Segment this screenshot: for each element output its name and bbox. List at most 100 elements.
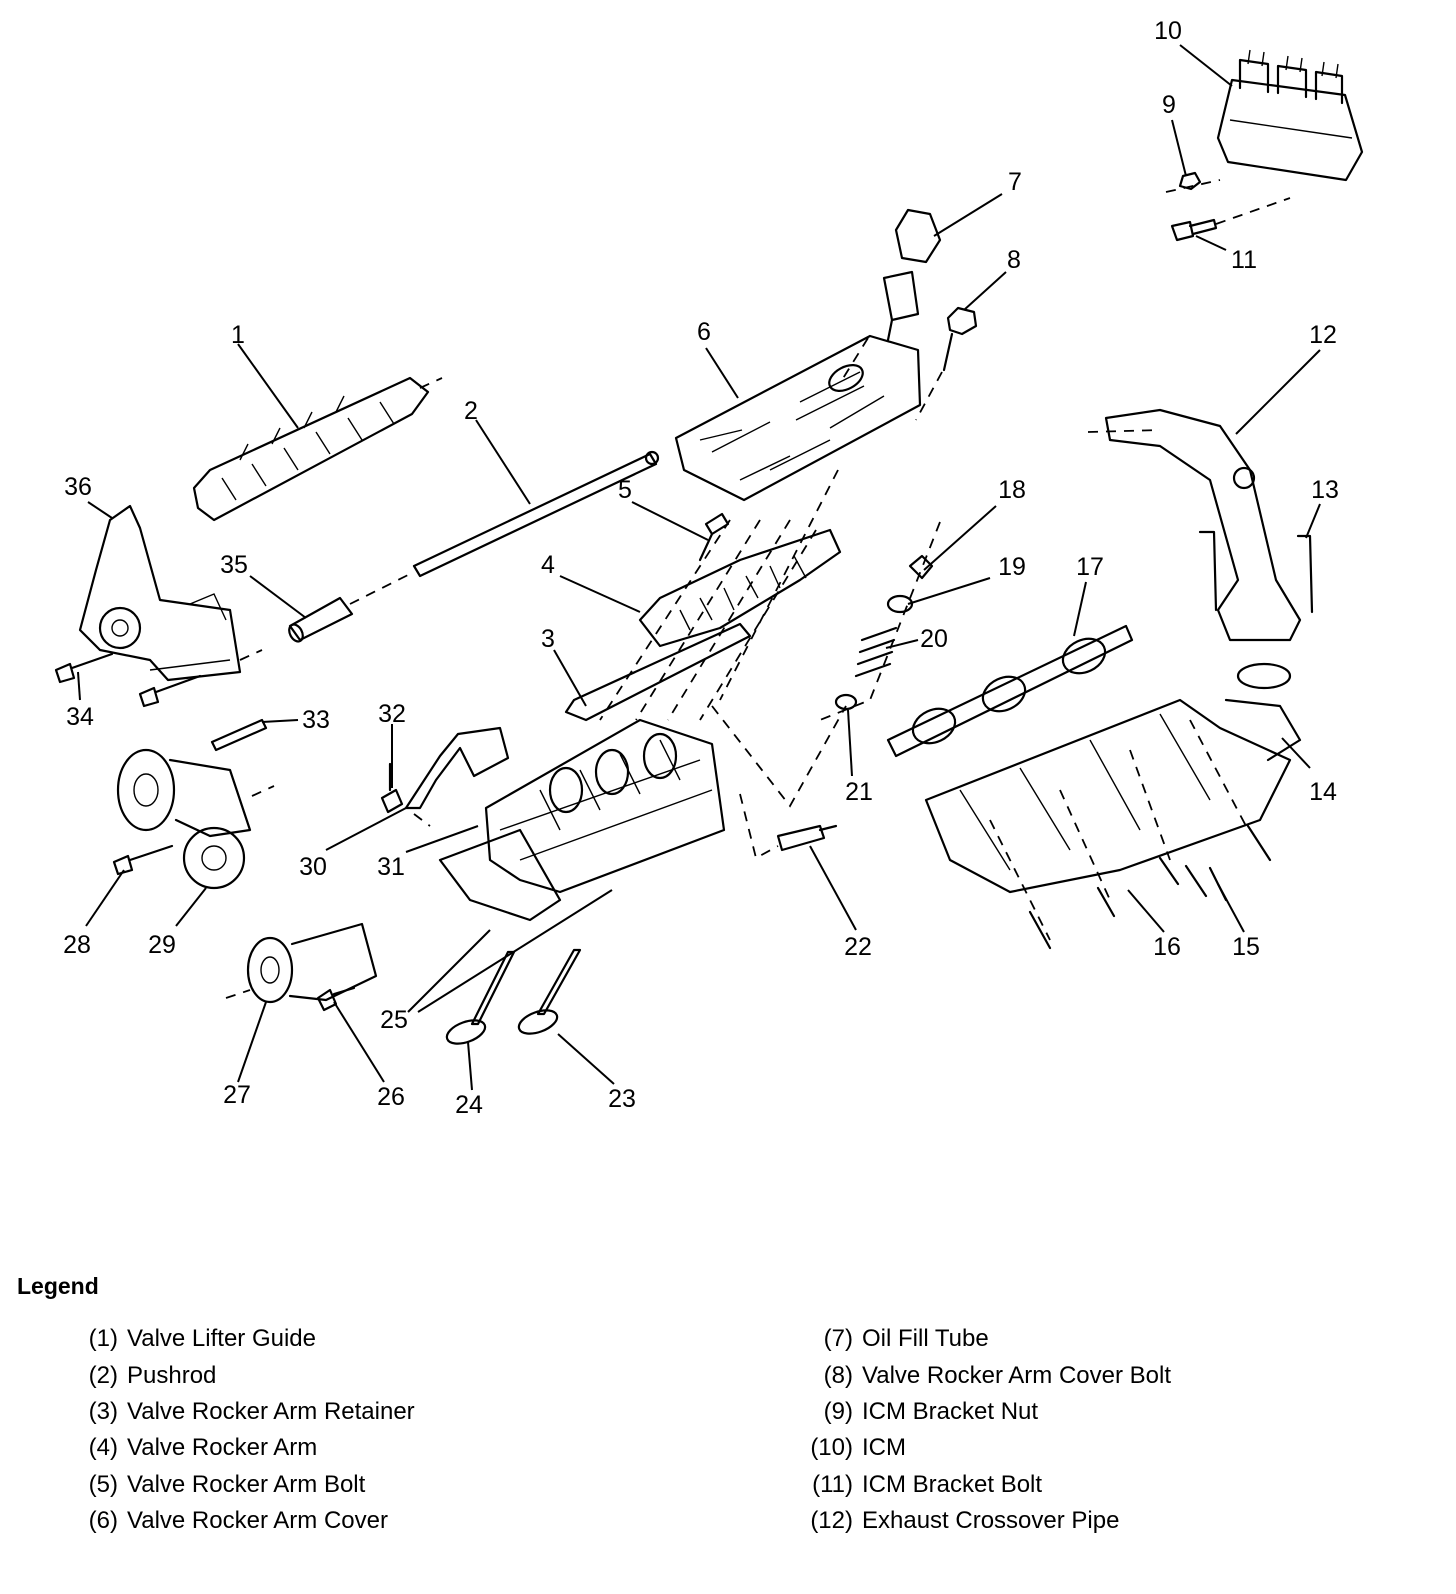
- callout-19: 19: [998, 553, 1026, 581]
- legend-item: (6) Valve Rocker Arm Cover: [72, 1503, 415, 1539]
- exhaust-crossover-pipe-part: [1104, 408, 1314, 762]
- callout-9: 9: [1162, 91, 1176, 119]
- exhaust-manifold-part: [924, 698, 1292, 894]
- legend-item-number: (9): [823, 1397, 853, 1425]
- callout-15: 15: [1232, 933, 1260, 961]
- idler-pulley-part: [246, 922, 378, 1012]
- legend-item-number: (1): [88, 1325, 118, 1353]
- legend-item-label: ICM: [862, 1434, 906, 1462]
- legend-item-number: (6): [88, 1507, 118, 1535]
- legend-item-number: (8): [823, 1361, 853, 1389]
- legend-item: (5) Valve Rocker Arm Bolt: [72, 1467, 415, 1503]
- callout-22: 22: [844, 933, 872, 961]
- legend-item-label: Pushrod: [127, 1361, 217, 1389]
- legend-item-number: (10): [810, 1434, 853, 1462]
- legend-item-label: Valve Rocker Arm Bolt: [127, 1470, 366, 1498]
- cover-bolt-part: [942, 306, 978, 372]
- exploded-engine-diagram: 1 2 3 4 5 6 7 8 9 10 11 12 13 14 15 16 1…: [54, 17, 1364, 1119]
- callout-20: 20: [920, 625, 948, 653]
- legend-item: (4)Valve Rocker Arm: [72, 1430, 415, 1466]
- legend-item-number: (11): [812, 1470, 853, 1498]
- callout-23: 23: [608, 1085, 636, 1113]
- legend-item: (2) Pushrod: [72, 1357, 415, 1393]
- rocker-arm-cover-part: [674, 334, 922, 502]
- callout-14: 14: [1309, 778, 1337, 806]
- callout-13: 13: [1311, 476, 1339, 504]
- sensor-part: [776, 824, 838, 852]
- legend-item: (7) Oil Fill Tube: [807, 1321, 1171, 1357]
- bracket-bolt-lower: [138, 674, 202, 708]
- legend-item-label: Oil Fill Tube: [862, 1325, 989, 1353]
- leader-lines: [77, 44, 1321, 1091]
- callout-28: 28: [63, 931, 91, 959]
- legend-item-label: Exhaust Crossover Pipe: [862, 1507, 1120, 1535]
- callout-17: 17: [1076, 553, 1104, 581]
- legend-item-label: Valve Rocker Arm Retainer: [127, 1397, 415, 1425]
- oil-fill-tube-part: [882, 208, 942, 342]
- callout-labels: 1 2 3 4 5 6 7 8 9 10 11 12 13 14 15 16 1…: [63, 17, 1339, 1119]
- callout-31: 31: [377, 853, 405, 881]
- callout-10: 10: [1154, 17, 1182, 45]
- legend-item-label: Valve Lifter Guide: [127, 1325, 316, 1353]
- callout-16: 16: [1153, 933, 1181, 961]
- legend-item: (3) Valve Rocker Arm Retainer: [72, 1394, 415, 1430]
- manifold-studs: [1028, 824, 1272, 950]
- icm-part: [1216, 49, 1364, 182]
- callout-8: 8: [1007, 246, 1021, 274]
- legend-item-label: Valve Rocker Arm: [127, 1434, 318, 1462]
- head-gasket-part: [438, 828, 562, 922]
- callout-3: 3: [541, 625, 555, 653]
- legend-list-right: (7) Oil Fill Tube (8) Valve Rocker Arm Cov…: [807, 1321, 1171, 1539]
- cylinder-head-part: [484, 718, 726, 894]
- valve-lifter-guide-part: [192, 376, 430, 522]
- legend-item-label: Valve Rocker Arm Cover: [127, 1507, 388, 1535]
- bracket-part: [78, 504, 242, 682]
- callout-5: 5: [618, 476, 632, 504]
- legend-item: (11) ICM Bracket Bolt: [807, 1467, 1171, 1503]
- legend-item-number: (7): [823, 1325, 853, 1353]
- legend-item: (8) Valve Rocker Arm Cover Bolt: [807, 1357, 1171, 1393]
- callout-35: 35: [220, 551, 248, 579]
- icm-bracket-bolt: [1170, 218, 1218, 242]
- legend-item-number: (5): [88, 1470, 118, 1498]
- pushrod-part: [412, 450, 660, 578]
- callout-2: 2: [464, 397, 478, 425]
- legend-item-label: ICM Bracket Nut: [862, 1397, 1039, 1425]
- callout-24: 24: [455, 1091, 483, 1119]
- callout-4: 4: [541, 551, 555, 579]
- callout-34: 34: [66, 703, 94, 731]
- legend-item: (12) Exhaust Crossover Pipe: [807, 1503, 1171, 1539]
- callout-11: 11: [1231, 246, 1257, 274]
- callout-33: 33: [302, 706, 330, 734]
- legend-item-label: Valve Rocker Arm Cover Bolt: [862, 1361, 1171, 1389]
- callout-12: 12: [1309, 321, 1337, 349]
- callout-7: 7: [1008, 168, 1022, 196]
- legend-item: (9) ICM Bracket Nut: [807, 1394, 1171, 1430]
- callout-30: 30: [299, 853, 327, 881]
- rocker-arm-part: [638, 528, 842, 648]
- bracket-arm-part: [380, 726, 510, 814]
- callout-32: 32: [378, 700, 406, 728]
- tensioner-part: [116, 718, 268, 890]
- legend-item: (1) Valve Lifter Guide: [72, 1321, 415, 1357]
- bracket-bolt-34: [54, 652, 114, 684]
- exhaust-manifold-gasket-part: [886, 624, 1134, 758]
- legend-title: Legend: [17, 1273, 99, 1299]
- callout-25: 25: [380, 1006, 408, 1034]
- tensioner-bolt-28: [112, 844, 174, 876]
- legend-item-number: (3): [88, 1397, 118, 1425]
- icm-bracket-nut: [1178, 171, 1202, 191]
- callout-21: 21: [845, 778, 873, 806]
- callout-36: 36: [64, 473, 92, 501]
- callout-6: 6: [697, 318, 711, 346]
- callout-26: 26: [377, 1083, 405, 1111]
- legend-item-label: ICM Bracket Bolt: [862, 1470, 1043, 1498]
- legend-list-left: (1) Valve Lifter Guide (2) Pushrod (3) Valv…: [72, 1321, 415, 1539]
- exhaust-valve-part: [517, 948, 582, 1035]
- callout-27: 27: [223, 1081, 251, 1109]
- rocker-arm-retainer-part: [564, 622, 752, 722]
- valve-lifter-part: [288, 596, 354, 643]
- legend-item: (10) ICM: [807, 1430, 1171, 1466]
- legend-item-number: (12): [810, 1507, 853, 1535]
- legend-item-number: (2): [88, 1361, 118, 1389]
